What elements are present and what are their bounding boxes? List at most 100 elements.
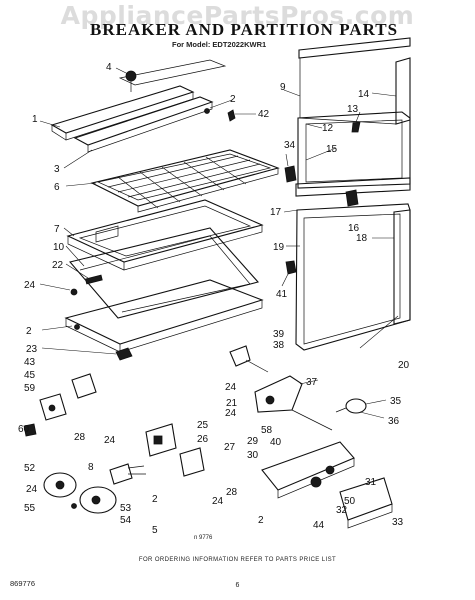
callout-24-a: 24: [24, 280, 36, 291]
callout-28-b: 28: [226, 487, 238, 498]
callout-60: 60: [18, 424, 30, 435]
leader-lines: [39, 67, 399, 419]
part-clip-24a: [70, 288, 78, 296]
part-breaker-strip: [50, 85, 195, 141]
callout-12: 12: [322, 123, 334, 134]
part-switch-29-30: [261, 441, 355, 499]
callout-24-d: 24: [104, 435, 116, 446]
callout-2-left: 2: [26, 326, 32, 337]
callout-18: 18: [356, 233, 368, 244]
part-clip-2-screw: [74, 108, 210, 330]
callout-44: 44: [313, 520, 325, 531]
part-pan-frame: [66, 199, 264, 271]
part-clip-13: [351, 121, 361, 133]
callout-4: 4: [106, 62, 112, 73]
callout-34: 34: [284, 140, 296, 151]
watermark: AppliancePartsPros.com: [60, 1, 415, 30]
page-number: 6: [235, 582, 240, 589]
callout-41: 41: [276, 289, 288, 300]
callout-37: 37: [306, 377, 318, 388]
part-clip-60: [23, 423, 37, 437]
part-top-rail: [73, 59, 227, 153]
part-breaker-12-15: [295, 111, 411, 197]
callout-1: 1: [32, 114, 38, 125]
callout-54: 54: [120, 515, 132, 526]
part-drawer-cover: [68, 227, 260, 319]
part-switch-45: [39, 373, 97, 421]
callout-32: 32: [336, 505, 348, 516]
part-thermostat-38-39: [229, 345, 269, 373]
callout-24-b: 24: [225, 382, 237, 393]
callout-16: 16: [348, 223, 360, 234]
callout-36: 36: [388, 416, 400, 427]
callout-22: 22: [52, 260, 64, 271]
figure-number: n 9776: [194, 535, 213, 541]
callout-35: 35: [390, 396, 402, 407]
callout-29: 29: [247, 436, 259, 447]
part-motor-53-55: [71, 486, 117, 514]
callout-38: 38: [273, 340, 285, 351]
callout-53: 53: [120, 503, 132, 514]
callout-24-c: 24: [225, 408, 237, 419]
callout-6: 6: [54, 182, 60, 193]
model-line: For Model: EDT2022KWR1: [172, 40, 267, 49]
callout-3: 3: [54, 164, 60, 175]
callout-20: 20: [398, 360, 410, 371]
part-grille-shelf: [90, 149, 280, 213]
diagram-title: BREAKER AND PARTITION PARTS: [90, 20, 399, 39]
part-clip-23: [115, 347, 133, 361]
part-clip-41: [285, 260, 297, 275]
callout-59: 59: [24, 383, 36, 394]
callout-42: 42: [258, 109, 270, 120]
callout-24-e: 24: [26, 484, 38, 495]
callout-23: 23: [26, 344, 38, 355]
ordering-note: FOR ORDERING INFORMATION REFER TO PARTS …: [138, 557, 337, 563]
callout-10: 10: [53, 242, 65, 253]
callout-15: 15: [326, 144, 338, 155]
callout-31: 31: [365, 477, 377, 488]
callout-28-a: 28: [74, 432, 86, 443]
callout-8: 8: [88, 462, 94, 473]
callout-33: 33: [392, 517, 404, 528]
callout-52: 52: [24, 463, 36, 474]
callout-43: 43: [24, 357, 36, 368]
callout-labels: 1 2 2 2 2 3 4 5 6 7 8 9 10 12 13 14 15 1…: [18, 62, 410, 536]
part-clip-16: [345, 189, 359, 207]
part-bracket-25-26: [145, 423, 177, 457]
callout-58: 58: [261, 425, 273, 436]
document-number: 869776: [10, 579, 36, 588]
part-clip-34: [284, 165, 297, 183]
callout-50: 50: [344, 496, 356, 507]
part-frame-17-18-20: [295, 203, 411, 351]
callout-55: 55: [24, 503, 36, 514]
part-control-housing-37: [254, 375, 333, 431]
callout-13: 13: [347, 104, 359, 115]
callout-24-f: 24: [212, 496, 224, 507]
callout-2-mid: 2: [152, 494, 158, 505]
callout-25: 25: [197, 420, 209, 431]
part-lower-rail: [64, 279, 264, 353]
callout-2-bottom: 2: [258, 515, 264, 526]
callout-2-top: 2: [230, 94, 236, 105]
part-cover-33: [339, 477, 393, 529]
callout-40: 40: [270, 437, 282, 448]
part-clip-42: [227, 109, 236, 122]
callout-45: 45: [24, 370, 36, 381]
callout-27: 27: [224, 442, 236, 453]
callout-26: 26: [197, 434, 209, 445]
callout-30: 30: [247, 450, 259, 461]
part-screw-4: [125, 70, 137, 92]
callout-21: 21: [226, 398, 238, 409]
callout-39: 39: [273, 329, 285, 340]
callout-14: 14: [358, 89, 370, 100]
callout-5: 5: [152, 525, 158, 536]
callout-9: 9: [280, 82, 286, 93]
part-motor-52: [43, 472, 77, 498]
callout-19: 19: [273, 242, 285, 253]
part-relay-27: [179, 447, 205, 477]
callout-17: 17: [270, 207, 282, 218]
part-bulb-35: [335, 398, 367, 414]
callout-7: 7: [54, 224, 60, 235]
